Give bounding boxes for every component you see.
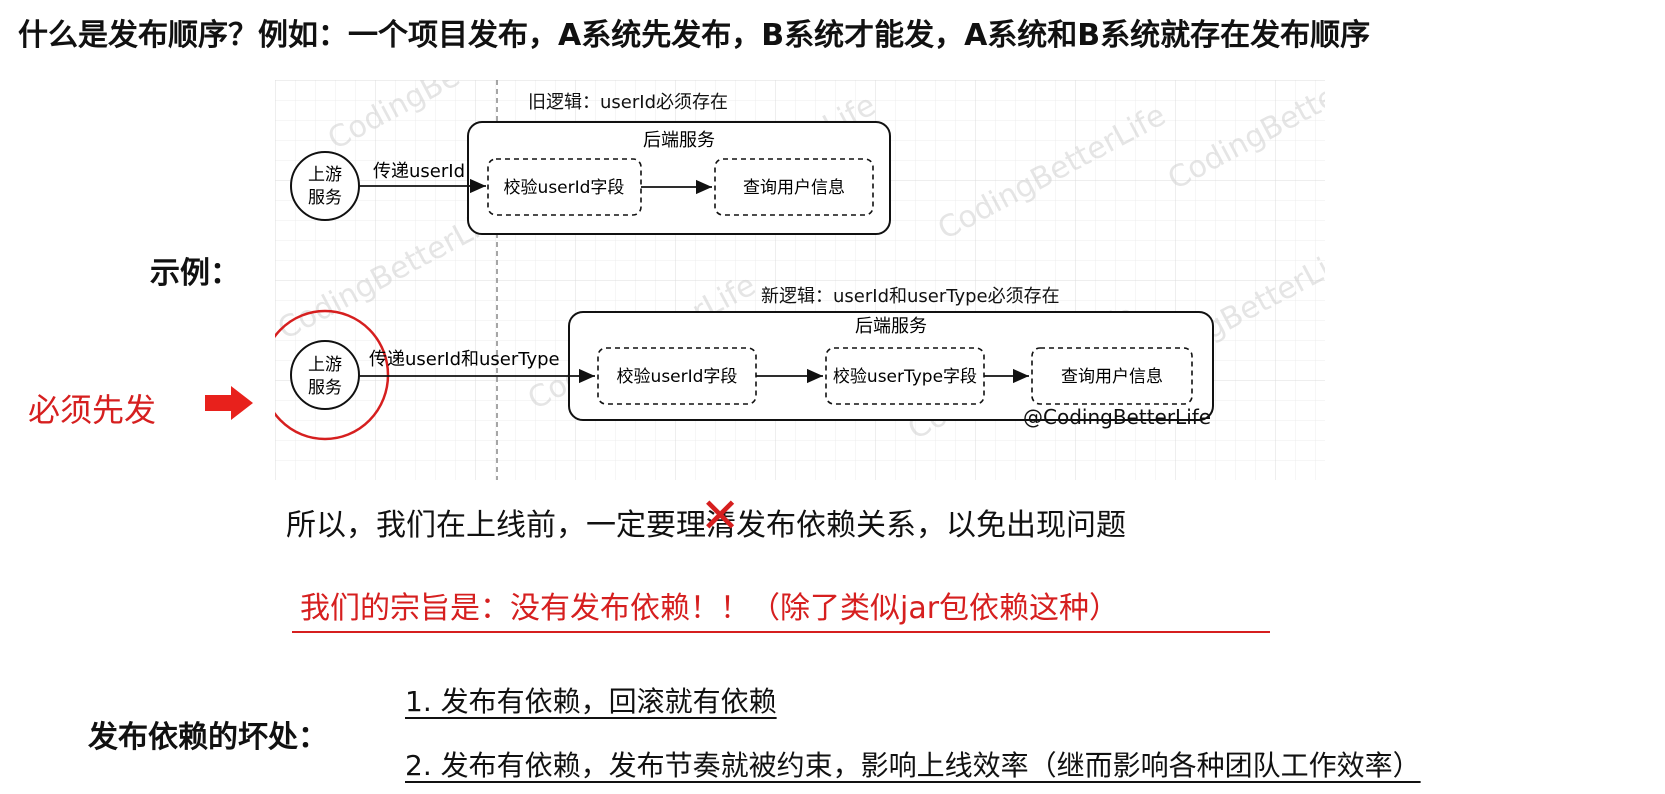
new-backend-title: 后端服务: [855, 316, 927, 337]
new-arrow-label: 传递userId和userType: [369, 349, 560, 370]
diagram-credit: @CodingBetterLife: [1023, 405, 1211, 429]
principle-underline: [292, 631, 1270, 633]
old-upstream-service-node: [290, 151, 360, 221]
old-arrow-label: 传递userId: [373, 161, 465, 182]
new-upstream-label-2: 服务: [308, 378, 342, 398]
new-logic-caption: 新逻辑：userId和userType必须存在: [761, 286, 1060, 307]
struck-character: 清✕: [700, 488, 741, 544]
page-title: 什么是发布顺序？例如：一个项目发布，A系统先发布，B系统才能发，A系统和B系统就…: [18, 18, 1371, 53]
must-release-first-highlight: [275, 309, 390, 441]
new-step-label: 校验userId字段: [617, 367, 738, 387]
old-step-label: 查询用户信息: [743, 178, 845, 198]
old-upstream-label-2: 服务: [308, 188, 342, 208]
harm-item-1: 1. 发布有依赖，回滚就有依赖: [405, 685, 777, 718]
conclusion-part-1: 所以，我们在上线前，一定要理: [286, 508, 706, 543]
red-arrow-icon: [205, 386, 253, 420]
new-step-label: 查询用户信息: [1061, 367, 1163, 387]
old-step-validate-userid: [487, 158, 642, 216]
conclusion-part-2: 发布依赖关系，以免出现问题: [736, 508, 1126, 543]
harm-label: 发布依赖的坏处：: [88, 720, 328, 755]
new-step-query-user: [1031, 347, 1193, 405]
example-label: 示例：: [150, 256, 240, 291]
new-upstream-label-1: 上游: [308, 355, 342, 375]
old-upstream-label-1: 上游: [308, 165, 342, 185]
release-order-diagram: CodingBetterLife CodingBetterLife Coding…: [275, 80, 1325, 480]
cross-mark-icon: ✕: [700, 488, 741, 544]
principle-text: 我们的宗旨是：没有发布依赖！！（除了类似jar包依赖这种）: [300, 591, 1120, 626]
old-logic-caption: 旧逻辑：userId必须存在: [528, 92, 728, 113]
harm-item-2: 2. 发布有依赖，发布节奏就被约束，影响上线效率（继而影响各种团队工作效率）: [405, 749, 1421, 782]
conclusion-text: 所以，我们在上线前，一定要理清✕发布依赖关系，以免出现问题: [286, 488, 1126, 544]
new-step-label: 校验userType字段: [833, 367, 977, 387]
must-release-first-label: 必须先发: [28, 391, 157, 429]
new-upstream-service-node: [290, 340, 360, 410]
old-step-label: 校验userId字段: [504, 178, 625, 198]
old-step-query-user: [714, 158, 874, 216]
old-backend-title: 后端服务: [643, 130, 715, 151]
